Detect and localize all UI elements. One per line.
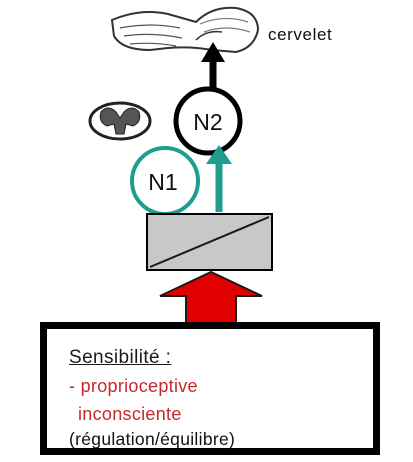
sensibilite-title: Sensibilité : bbox=[69, 347, 172, 368]
neuron-n1-label: N1 bbox=[148, 169, 177, 195]
receptor-icon bbox=[146, 213, 273, 271]
sensibilite-dash: - bbox=[69, 376, 81, 396]
sensibilite-type-1: proprioceptive bbox=[80, 376, 198, 396]
sensibilite-type-2: inconsciente bbox=[78, 404, 182, 424]
n1-to-n2-arrowhead bbox=[206, 145, 232, 164]
cerebellum-icon bbox=[110, 6, 260, 54]
n2-to-cervelet-arrowhead bbox=[201, 42, 225, 62]
neuron-n2-label: N2 bbox=[193, 109, 222, 135]
cervelet-label: cervelet bbox=[268, 25, 332, 44]
sensibilite-line-1: - proprioceptive bbox=[69, 376, 198, 397]
sensibilite-line-3: (régulation/équilibre) bbox=[69, 429, 236, 449]
sensibilite-line-2: inconsciente bbox=[78, 404, 182, 425]
spinal-cord-icon bbox=[88, 101, 152, 141]
sensibilite-box: Sensibilité : - proprioceptive inconscie… bbox=[40, 322, 380, 455]
neuron-n2 bbox=[173, 86, 243, 156]
